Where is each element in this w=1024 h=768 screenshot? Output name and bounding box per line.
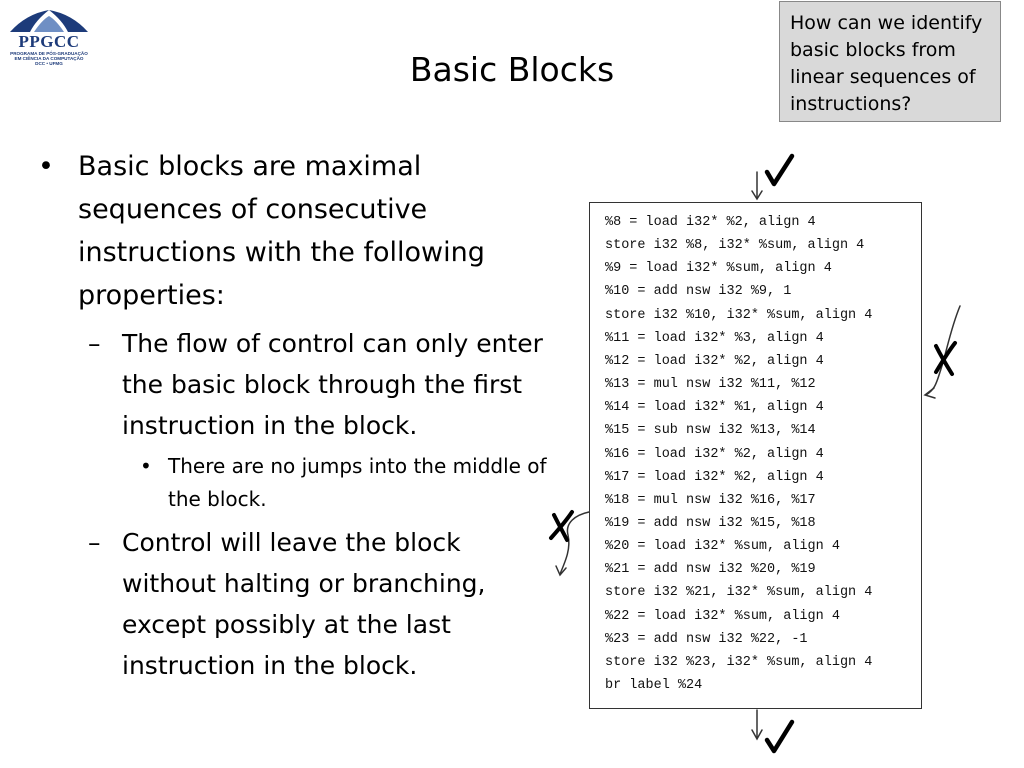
code-line: %19 = add nsw i32 %15, %18	[605, 516, 816, 531]
logo-line-3: DCC • UFMG	[35, 61, 63, 66]
code-line: store i32 %23, i32* %sum, align 4	[605, 655, 873, 670]
check-bottom-icon	[764, 719, 795, 754]
bullet-main: • Basic blocks are maximal sequences of …	[32, 145, 552, 317]
jump-in-arrow-icon	[923, 305, 961, 399]
code-line: %14 = load i32* %1, align 4	[605, 400, 824, 415]
code-line: store i32 %10, i32* %sum, align 4	[605, 308, 873, 323]
jump-out-arrow-icon	[555, 511, 590, 577]
bullet-sub-1-detail-text: There are no jumps into the middle of th…	[168, 454, 547, 511]
code-line: %9 = load i32* %sum, align 4	[605, 261, 832, 276]
code-line: store i32 %21, i32* %sum, align 4	[605, 585, 873, 600]
code-line: %20 = load i32* %sum, align 4	[605, 539, 840, 554]
logo-line-2: EM CIÊNCIA DA COMPUTAÇÃO	[14, 56, 84, 61]
cross-left-icon	[549, 510, 574, 542]
slide-title: Basic Blocks	[409, 50, 615, 89]
ppgcc-logo: PPGCC PROGRAMA DE PÓS-GRADUAÇÃO EM CIÊNC…	[6, 6, 92, 66]
cross-right-icon	[934, 341, 957, 376]
code-line: %22 = load i32* %sum, align 4	[605, 609, 840, 624]
logo-acronym: PPGCC	[18, 32, 80, 51]
code-line: store i32 %8, i32* %sum, align 4	[605, 238, 865, 253]
code-line: %15 = sub nsw i32 %13, %14	[605, 423, 816, 438]
bullet-dot-icon: •	[140, 454, 152, 478]
code-line: %8 = load i32* %2, align 4	[605, 215, 816, 230]
question-note: How can we identify basic blocks from li…	[779, 1, 1001, 122]
code-block: %8 = load i32* %2, align 4 store i32 %8,…	[589, 202, 922, 709]
entry-arrow-icon	[751, 171, 763, 201]
code-line: %13 = mul nsw i32 %11, %12	[605, 377, 816, 392]
logo-line-1: PROGRAMA DE PÓS-GRADUAÇÃO	[10, 51, 88, 56]
bullet-sub-1-detail: • There are no jumps into the middle of …	[32, 450, 552, 516]
exit-arrow-icon	[751, 709, 763, 741]
bullet-sub-2-text: Control will leave the block without hal…	[122, 528, 486, 680]
code-line: %18 = mul nsw i32 %16, %17	[605, 493, 816, 508]
code-line: br label %24	[605, 678, 703, 693]
bullet-sub-2: – Control will leave the block without h…	[32, 522, 552, 686]
bullet-dot-icon: •	[38, 151, 54, 182]
check-top-icon	[764, 153, 795, 187]
logo-wings-icon	[10, 10, 88, 32]
code-line: %21 = add nsw i32 %20, %19	[605, 562, 816, 577]
code-line: %11 = load i32* %3, align 4	[605, 331, 824, 346]
bullet-sub-1-text: The flow of control can only enter the b…	[122, 329, 543, 440]
code-line: %12 = load i32* %2, align 4	[605, 354, 824, 369]
code-line: %10 = add nsw i32 %9, 1	[605, 284, 792, 299]
code-line: %17 = load i32* %2, align 4	[605, 470, 824, 485]
code-line: %23 = add nsw i32 %22, -1	[605, 632, 808, 647]
bullet-main-text: Basic blocks are maximal sequences of co…	[78, 151, 485, 311]
bullet-list: • Basic blocks are maximal sequences of …	[32, 145, 552, 686]
bullet-dash-icon: –	[88, 329, 101, 358]
code-line: %16 = load i32* %2, align 4	[605, 447, 824, 462]
bullet-dash-icon: –	[88, 528, 101, 557]
bullet-sub-1: – The flow of control can only enter the…	[32, 323, 552, 446]
